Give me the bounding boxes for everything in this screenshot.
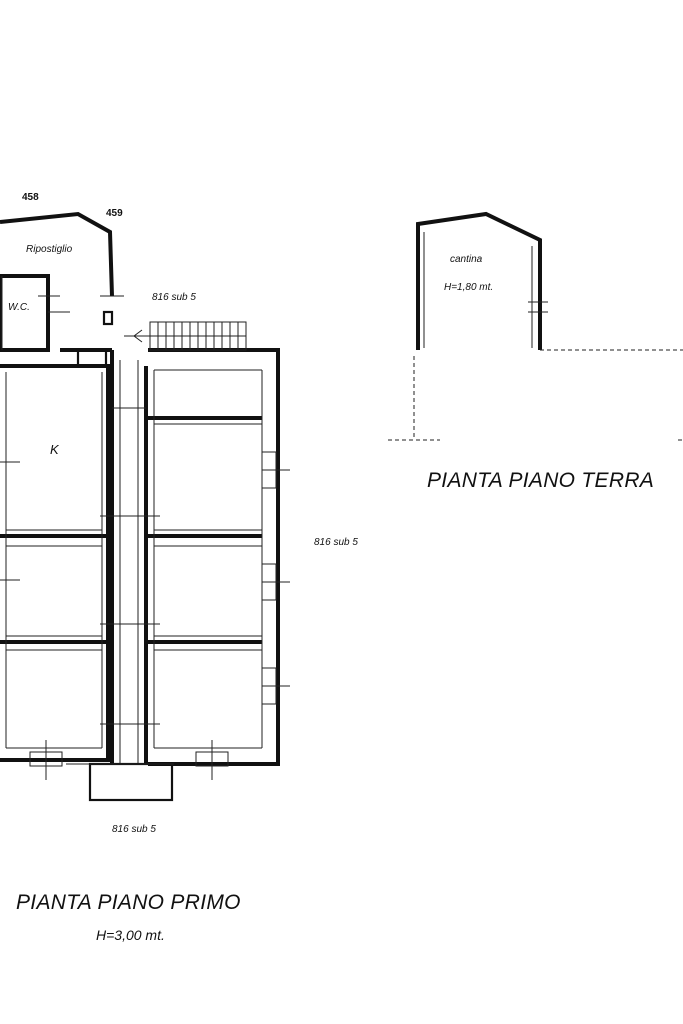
- parcel-458-label: 458: [22, 192, 39, 203]
- left-windows: [0, 461, 20, 581]
- parcel-459-label: 459: [106, 208, 123, 219]
- title-piano-primo: PIANTA PIANO PRIMO: [16, 891, 241, 914]
- main-building-walls: [0, 364, 110, 762]
- cantina-walls: [416, 211, 542, 350]
- title-piano-terra: PIANTA PIANO TERRA: [427, 469, 654, 492]
- cantina-height-label: H=1,80 mt.: [444, 282, 493, 293]
- wc-room: [0, 274, 50, 352]
- balcony: [29, 740, 229, 802]
- sub-top-label: 816 sub 5: [152, 292, 196, 303]
- height-piano-primo: H=3,00 mt.: [96, 927, 165, 943]
- first-floor-plan: 458 459 Ripostiglio W.C. 816 sub 5 K 816…: [0, 192, 358, 835]
- cantina-label: cantina: [450, 254, 483, 265]
- sub-right-label: 816 sub 5: [314, 537, 358, 548]
- left-rooms: [0, 372, 108, 749]
- sub-bottom-label: 816 sub 5: [112, 824, 156, 835]
- stair: [124, 321, 247, 351]
- ripostiglio-label: Ripostiglio: [26, 244, 73, 255]
- ground-floor-plan: cantina H=1,80 mt.: [388, 211, 683, 441]
- corridor: [100, 350, 160, 764]
- right-windows: [261, 451, 290, 705]
- wc-label: W.C.: [8, 302, 30, 313]
- right-rooms: [148, 369, 263, 749]
- kitchen-label: K: [50, 442, 60, 457]
- ripostiglio-walls: [0, 211, 114, 297]
